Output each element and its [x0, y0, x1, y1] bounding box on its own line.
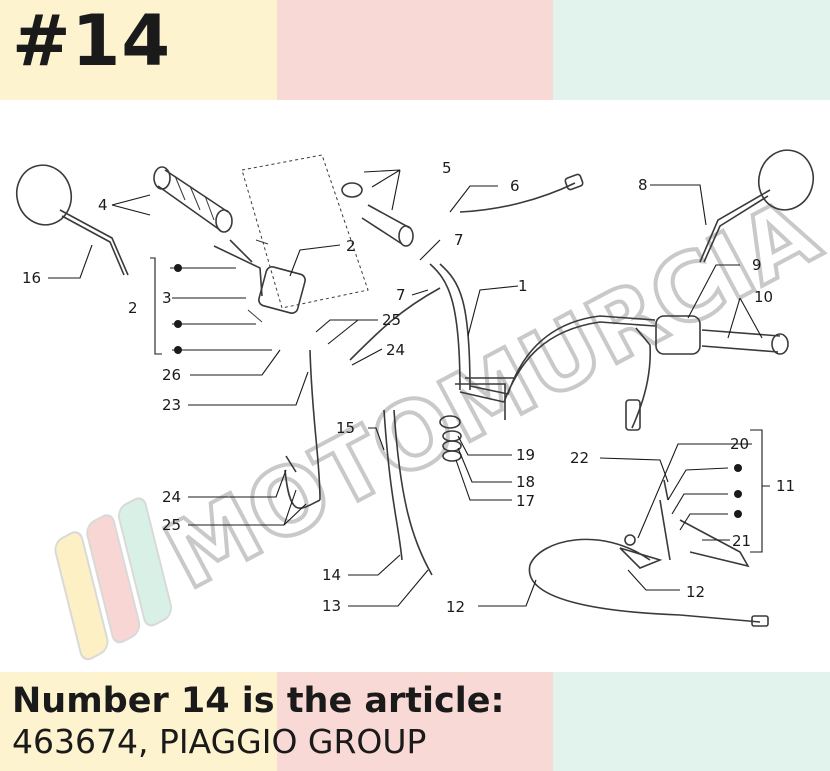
label-9: 9 [752, 256, 762, 274]
article-caption: Number 14 is the article: [12, 681, 505, 721]
label-11: 11 [776, 477, 795, 495]
header-band-mint [553, 0, 830, 100]
label-6: 6 [510, 177, 520, 195]
footer-band-mint [553, 672, 830, 771]
part-labels: 1 2 2 3 4 5 6 7 7 8 9 10 11 12 12 13 14 … [22, 159, 795, 616]
label-5: 5 [442, 159, 452, 177]
watermark: MOTOMURCIA [54, 176, 830, 661]
label-15: 15 [336, 419, 355, 437]
footer-band-pink [277, 672, 553, 771]
label-8: 8 [638, 176, 648, 194]
label-1: 1 [518, 277, 528, 295]
label-19: 19 [516, 446, 535, 464]
exploded-parts-diagram: MOTOMURCIA [15, 149, 830, 661]
label-14: 14 [322, 566, 341, 584]
label-18: 18 [516, 473, 535, 491]
label-25-lower: 25 [162, 516, 181, 534]
label-12-bottom: 12 [446, 598, 465, 616]
label-24-upper: 24 [386, 341, 405, 359]
label-23: 23 [162, 396, 181, 414]
header-band-yellow [0, 0, 277, 100]
label-21: 21 [732, 532, 751, 550]
label-16: 16 [22, 269, 41, 287]
label-20: 20 [730, 435, 749, 453]
label-2-left: 2 [128, 299, 138, 317]
label-3: 3 [162, 289, 172, 307]
label-7-upper: 7 [454, 231, 464, 249]
label-4: 4 [98, 196, 108, 214]
label-10: 10 [754, 288, 773, 306]
label-12-right: 12 [686, 583, 705, 601]
label-24-lower: 24 [162, 488, 181, 506]
header-band-pink [277, 0, 553, 100]
article-number: 463674, PIAGGIO GROUP [12, 722, 427, 761]
label-13: 13 [322, 597, 341, 615]
label-7-lower: 7 [396, 286, 406, 304]
footer-band-yellow [0, 672, 277, 771]
label-22: 22 [570, 449, 589, 467]
label-17: 17 [516, 492, 535, 510]
label-26: 26 [162, 366, 181, 384]
label-2-top: 2 [346, 237, 356, 255]
footer-band [0, 672, 830, 771]
leader-lines [48, 169, 770, 607]
page-title: #14 [12, 0, 172, 82]
label-25-upper: 25 [382, 311, 401, 329]
header-band [0, 0, 830, 100]
